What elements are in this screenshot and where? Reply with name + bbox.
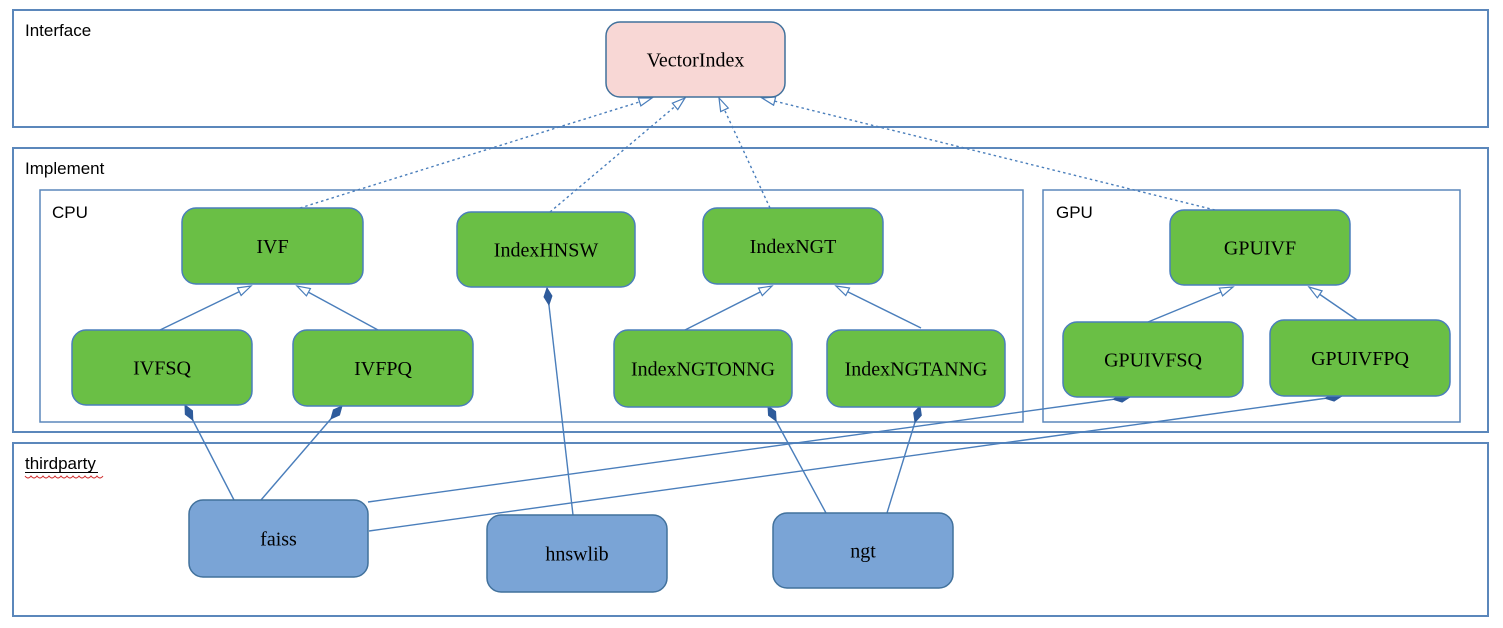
node-vectorindex: VectorIndex <box>605 21 786 98</box>
container-gpu-border <box>1042 189 1461 423</box>
container-implement-label: Implement <box>25 159 105 178</box>
node-indexngtonng-label: IndexNGTONNG <box>631 359 775 381</box>
node-indexhnsw-shape <box>456 211 636 288</box>
node-faiss-shape <box>188 499 369 578</box>
node-indexngtanng-label: IndexNGTANNG <box>845 359 988 381</box>
container-gpu-label: GPU <box>1056 203 1093 222</box>
node-hnswlib: hnswlib <box>486 514 668 593</box>
node-faiss: faiss <box>188 499 369 578</box>
edge-composition-gpuivfsq-to-faiss <box>367 397 1130 503</box>
node-gpuivfsq-label: GPUIVFSQ <box>1104 350 1202 372</box>
node-ivfpq-shape <box>292 329 474 407</box>
container-thirdparty-border <box>12 442 1489 617</box>
node-ngt: ngt <box>772 512 954 589</box>
node-gpuivf-label: GPUIVF <box>1224 238 1296 260</box>
container-interface-label: Interface <box>25 21 91 40</box>
node-ngt-shape <box>772 512 954 589</box>
container-implement: Implement <box>12 147 1489 433</box>
edge-realization-indexngt-to-vectorindex <box>719 98 771 209</box>
node-gpuivfpq-label: GPUIVFPQ <box>1311 348 1409 370</box>
container-cpu-border <box>39 189 1024 423</box>
container-interface-border <box>12 9 1489 128</box>
container-cpu: CPU <box>39 189 1024 423</box>
node-gpuivf-shape <box>1169 209 1351 286</box>
container-thirdparty: thirdparty <box>12 442 1489 617</box>
edge-inheritance-indexngtanng-to-indexngt <box>836 286 922 329</box>
edge-realization-ivf-to-vectorindex <box>299 98 652 209</box>
node-ivfpq-label: IVFPQ <box>354 358 412 380</box>
edge-composition-ivfsq-to-faiss <box>184 405 235 501</box>
node-indexngt: IndexNGT <box>702 207 884 285</box>
container-implement-border <box>12 147 1489 433</box>
node-ivf-label: IVF <box>256 236 288 258</box>
node-ngt-label: ngt <box>850 541 876 563</box>
edge-inheritance-ivfsq-to-ivf <box>159 286 251 331</box>
edge-composition-indexngtanng-to-ngt <box>886 406 920 514</box>
container-thirdparty-label: thirdparty <box>25 454 96 473</box>
node-indexngt-shape <box>702 207 884 285</box>
edge-inheritance-gpuivfpq-to-gpuivf <box>1309 287 1361 323</box>
node-vectorindex-label: VectorIndex <box>647 50 745 72</box>
node-gpuivfsq: GPUIVFSQ <box>1062 321 1244 398</box>
node-hnswlib-label: hnswlib <box>545 544 608 566</box>
node-gpuivfpq: GPUIVFPQ <box>1269 319 1451 397</box>
container-interface: Interface <box>12 9 1489 128</box>
node-gpuivfpq-shape <box>1269 319 1451 397</box>
node-ivfsq: IVFSQ <box>71 329 253 406</box>
node-indexhnsw: IndexHNSW <box>456 211 636 288</box>
node-indexngt-label: IndexNGT <box>750 236 837 258</box>
node-ivf-shape <box>181 207 364 285</box>
edge-composition-gpuivfpq-to-faiss <box>368 396 1342 532</box>
node-indexngtanng-shape <box>826 329 1006 408</box>
edge-inheritance-ivfpq-to-ivf <box>297 286 379 331</box>
node-hnswlib-shape <box>486 514 668 593</box>
spellcheck-squiggle-icon <box>24 475 104 479</box>
edge-composition-ivfpq-to-faiss <box>260 406 342 501</box>
edge-inheritance-indexngtonng-to-indexngt <box>682 286 772 332</box>
node-ivfsq-label: IVFSQ <box>133 358 191 380</box>
edge-realization-indexhnsw-to-vectorindex <box>549 98 685 213</box>
node-gpuivfsq-shape <box>1062 321 1244 398</box>
container-gpu: GPU <box>1042 189 1461 423</box>
edge-composition-indexhnsw-to-hnswlib <box>547 288 574 516</box>
container-cpu-label: CPU <box>52 203 88 222</box>
node-ivf: IVF <box>181 207 364 285</box>
node-indexngtonng-shape <box>613 329 793 408</box>
node-vectorindex-shape <box>605 21 786 98</box>
node-ivfsq-shape <box>71 329 253 406</box>
node-ivfpq: IVFPQ <box>292 329 474 407</box>
node-gpuivf: GPUIVF <box>1169 209 1351 286</box>
node-faiss-label: faiss <box>260 529 297 551</box>
edge-realization-gpuivf-to-vectorindex <box>762 98 1216 211</box>
node-indexhnsw-label: IndexHNSW <box>494 240 599 262</box>
edge-inheritance-gpuivfsq-to-gpuivf <box>1147 287 1233 323</box>
node-indexngtanng: IndexNGTANNG <box>826 329 1006 408</box>
node-indexngtonng: IndexNGTONNG <box>613 329 793 408</box>
edge-composition-indexngtonng-to-ngt <box>767 406 827 514</box>
